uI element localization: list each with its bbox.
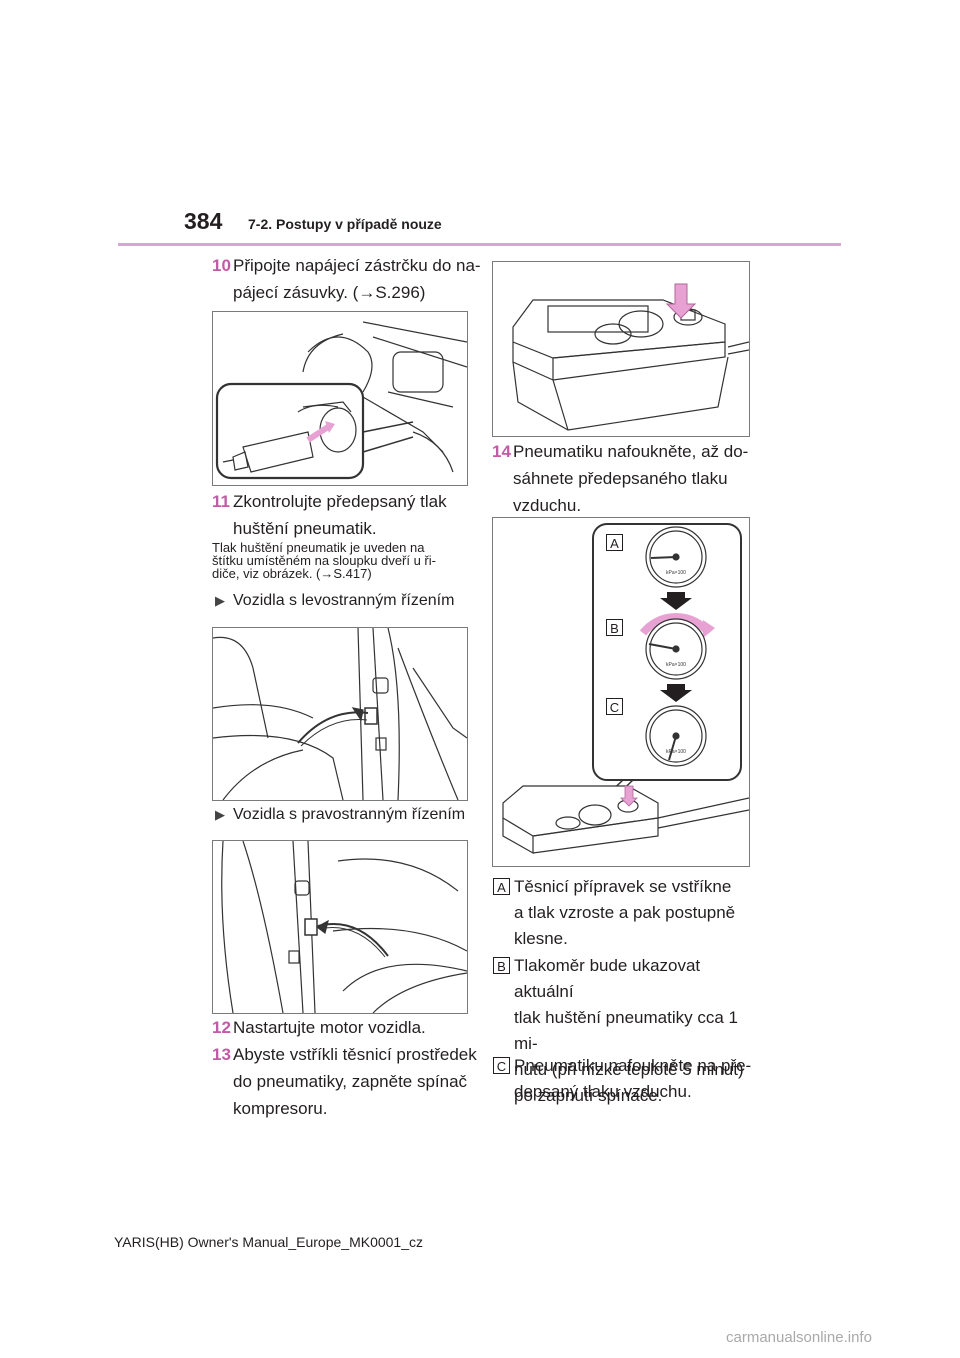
note-line: štítku umístěném na sloupku dveří u ři-	[212, 553, 436, 568]
triangle-bullet-icon: ▶	[215, 593, 225, 608]
step-line: sáhnete předepsaného tlaku	[513, 469, 728, 488]
header-divider	[118, 243, 841, 246]
step-number: 10	[212, 256, 231, 275]
gauge-label-a: A	[606, 534, 623, 551]
step-line: huštění pneumatik.	[233, 519, 377, 538]
step-line: Abyste vstříkli těsnicí prostředek	[233, 1045, 477, 1064]
legend-line: Tlakoměr bude ukazovat aktuální	[514, 956, 701, 1001]
legend-letter: A	[493, 878, 510, 895]
down-arrow-icon	[660, 684, 692, 702]
legend-line: a tlak vzroste a pak postupně	[514, 903, 736, 922]
figure-left-hand-drive-door-pillar	[212, 627, 468, 801]
step-13: 13 Abyste vstříkli těsnicí prostředek do…	[212, 1041, 482, 1125]
triangle-bullet-icon: ▶	[215, 807, 225, 822]
gauge-label-b: B	[606, 619, 623, 636]
gauge-c: kPa×100	[645, 705, 707, 767]
step-line: do pneumatiky, zapněte spínač	[233, 1072, 468, 1091]
step-number: 12	[212, 1018, 231, 1037]
step-10: 10 Připojte napájecí zástrčku do na- páj…	[212, 252, 482, 312]
step-line: Pneumatiku nafoukněte, až do-	[513, 442, 749, 461]
step-line: Připojte napájecí zástrčku do na-	[233, 256, 481, 275]
watermark[interactable]: carmanualsonline.info	[726, 1329, 872, 1346]
legend-line: po zapnutí spínače.	[514, 1086, 663, 1105]
legend-item-b: B Tlakoměr bude ukazovat aktuální tlak h…	[493, 953, 758, 1109]
note-tire-pressure: Tlak huštění pneumatik je uveden na štít…	[212, 541, 472, 580]
down-arrow-icon	[660, 592, 692, 610]
step-number: 14	[492, 442, 511, 461]
legend-line: tlak huštění pneumatiky cca 1 mi-	[514, 1008, 738, 1053]
gauge-a: kPa×100	[645, 526, 707, 588]
page-number: 384	[184, 208, 223, 234]
legend-item-a: A Těsnicí přípravek se vstříkne a tlak v…	[493, 874, 758, 952]
subhead-text: Vozidla s levostranným řízením	[233, 592, 455, 609]
section-title: 7-2. Postupy v případě nouze	[248, 216, 442, 232]
step-line: kompresoru.	[233, 1099, 328, 1118]
gauge-unit-label: kPa×100	[666, 749, 686, 755]
step-number: 13	[212, 1045, 231, 1064]
legend-letter: C	[493, 1057, 510, 1074]
legend-line: depsaný tlaku vzduchu.	[514, 1082, 692, 1101]
step-line: pájecí zásuvky. (→S.296)	[233, 283, 426, 302]
figure-compressor-switch	[492, 261, 750, 437]
gauge-unit-label: kPa×100	[666, 662, 686, 668]
gauge-label-c: C	[606, 698, 623, 715]
gauge-b: kPa×100	[639, 613, 715, 680]
subhead-text: Vozidla s pravostranným řízením	[233, 806, 466, 823]
note-line: Tlak huštění pneumatik je uveden na	[212, 540, 425, 555]
step-12: 12 Nastartujte motor vozidla.	[212, 1014, 482, 1042]
note-line: diče, viz obrázek. (→S.417)	[212, 566, 372, 581]
legend-letter: B	[493, 957, 510, 974]
legend-line: nutu (při nízké teplotě 5 minut)	[514, 1060, 744, 1079]
figure-right-hand-drive-door-pillar	[212, 840, 468, 1014]
figure-power-socket	[212, 311, 468, 486]
footer-manual-id: YARIS(HB) Owner's Manual_Europe_MK0001_c…	[114, 1234, 423, 1250]
gauge-unit-label: kPa×100	[666, 570, 686, 576]
subhead-right-hand-drive: ▶ Vozidla s pravostranným řízením	[215, 806, 465, 824]
step-line: Zkontrolujte předepsaný tlak	[233, 492, 447, 511]
step-line: vzduchu.	[513, 496, 582, 515]
legend-item-c: C Pneumatiku nafoukněte na pře- depsaný …	[493, 1053, 758, 1105]
figure-pressure-gauges: kPa×100 kPa×100 kPa×100 A B C	[492, 517, 750, 867]
legend-line: klesne.	[514, 929, 568, 948]
subhead-left-hand-drive: ▶ Vozidla s levostranným řízením	[215, 592, 454, 610]
step-14: 14 Pneumatiku nafoukněte, až do- sáhnete…	[492, 438, 762, 522]
legend-line: Těsnicí přípravek se vstříkne	[514, 877, 732, 896]
step-number: 11	[212, 492, 230, 511]
step-line: Nastartujte motor vozidla.	[233, 1018, 426, 1037]
legend-line: Pneumatiku nafoukněte na pře-	[514, 1056, 752, 1075]
step-11: 11 Zkontrolujte předepsaný tlak huštění …	[212, 488, 482, 544]
